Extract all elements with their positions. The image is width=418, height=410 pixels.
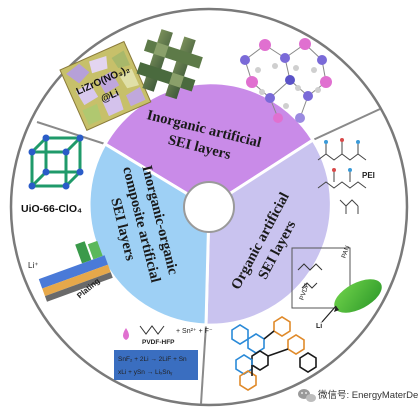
uio-cube-nodes	[28, 134, 84, 190]
woven-lattice-illustration	[136, 29, 203, 100]
svg-text:PVDF-HFP: PVDF-HFP	[142, 339, 175, 346]
pei-polymer-illustration	[317, 138, 367, 214]
pvdf-pan-illustration: PVDF PAN Li	[291, 244, 382, 330]
plating-li-ion-label: Li⁺	[28, 261, 38, 270]
svg-text:SnF₂ + 2Li → 2LiF + Sn: SnF₂ + 2Li → 2LiF + Sn	[118, 356, 187, 363]
ring-divider-right	[312, 108, 381, 141]
plating-schematic	[38, 240, 113, 302]
svg-text:Li: Li	[316, 323, 322, 330]
ring-divider-bottom	[200, 324, 207, 405]
lizro-crystal-illustration: LiZrO(NO₃)₂ @Li	[59, 40, 152, 131]
uio-label: UiO-66-ClO₄	[21, 203, 82, 215]
svg-text:PAN: PAN	[340, 244, 351, 259]
aromatic-molecules-illustration	[231, 316, 317, 391]
pvdf-hfp-illustration: + Sn²⁺ + F⁻ PVDF-HFP	[123, 325, 213, 346]
watermark: 微信号: EnergyMaterDev	[298, 389, 418, 402]
svg-text:xLi + ySn → LiₓSnᵧ: xLi + ySn → LiₓSnᵧ	[118, 369, 173, 376]
wechat-icon	[298, 389, 316, 402]
svg-text:+ Sn²⁺ + F⁻: + Sn²⁺ + F⁻	[176, 328, 213, 335]
sn-reaction-panel: SnF₂ + 2Li → 2LiF + Sn xLi + ySn → LiₓSn…	[114, 350, 198, 380]
pei-label: PEI	[362, 171, 375, 180]
sector-inorganic	[102, 81, 316, 209]
svg-text:微信号: EnergyMaterDev: 微信号: EnergyMaterDev	[318, 389, 418, 401]
center-hole	[183, 181, 235, 233]
molecular-network-illustration	[240, 38, 332, 123]
ring-divider-left	[36, 121, 106, 145]
